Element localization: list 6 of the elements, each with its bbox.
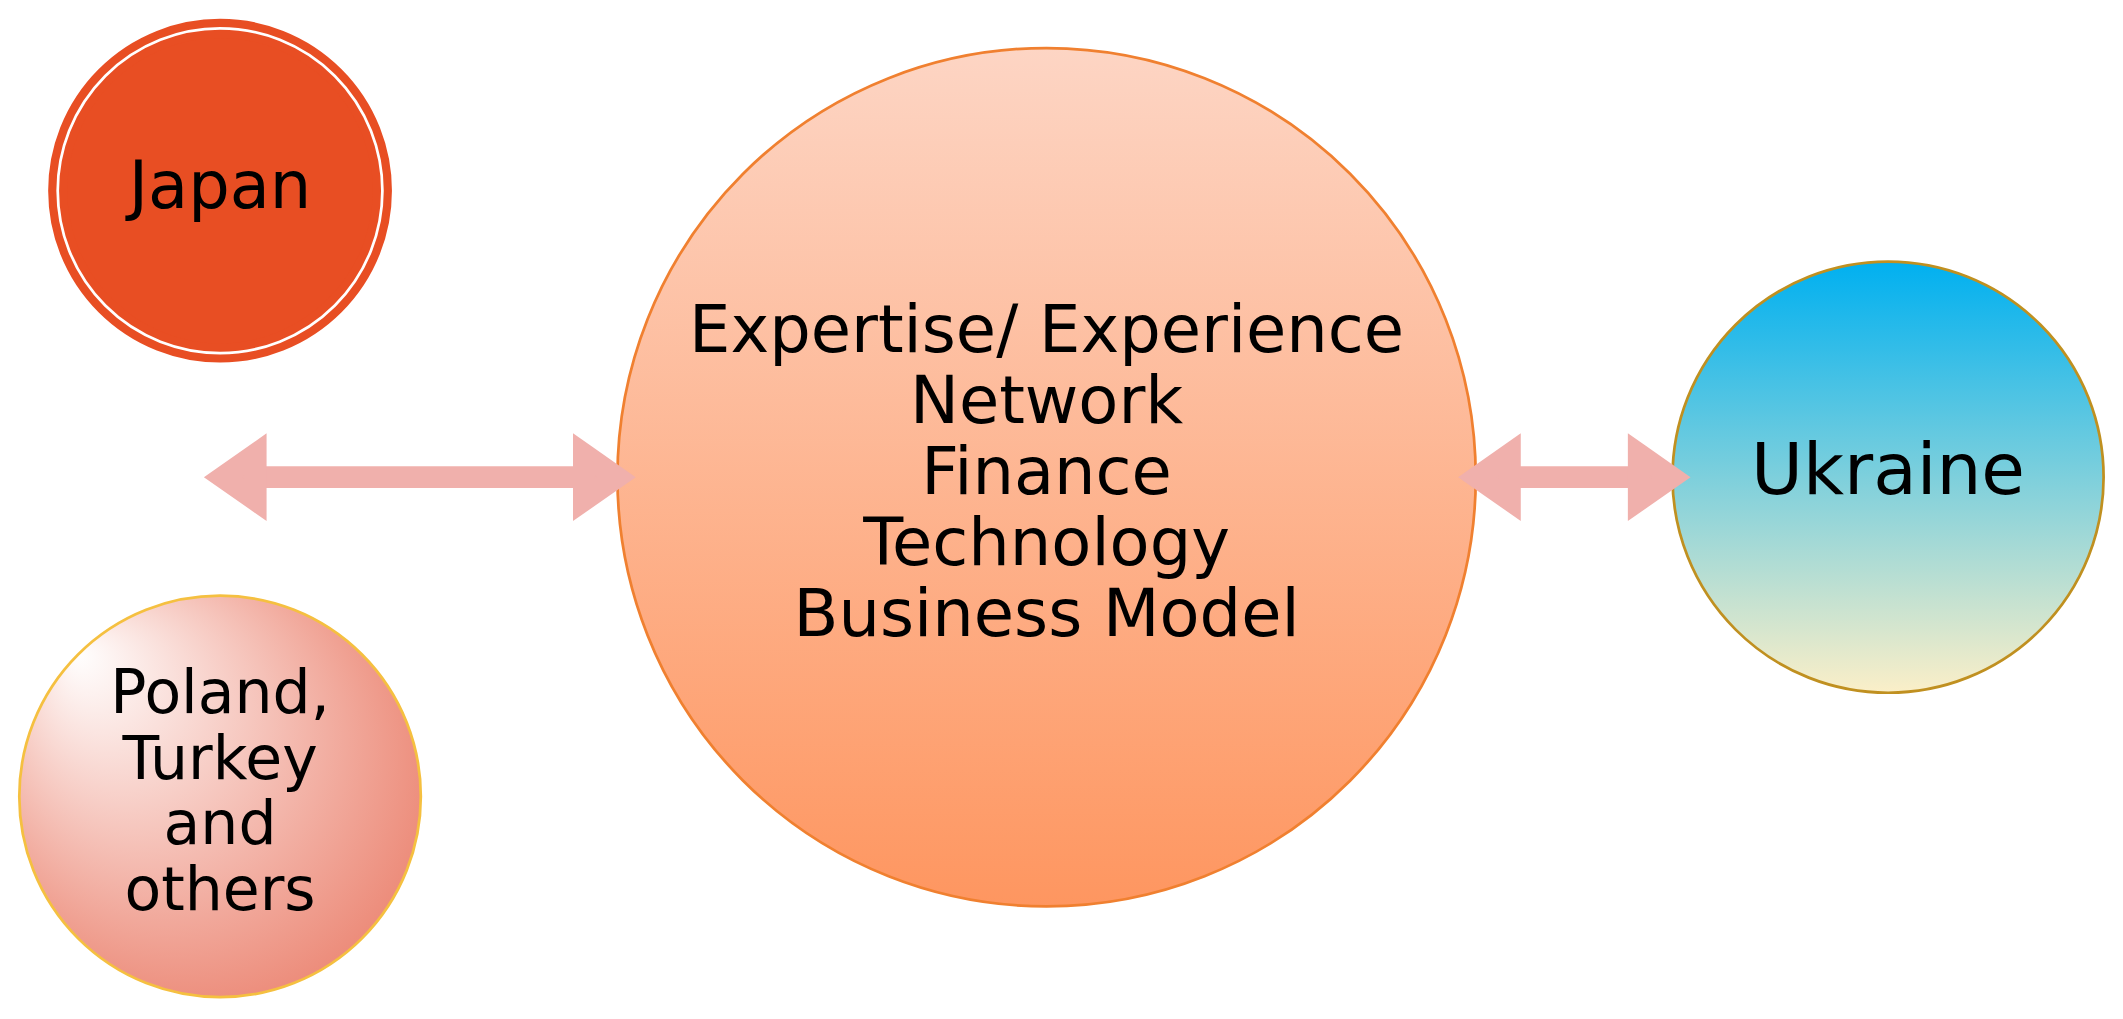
node-circle: Ukraine bbox=[1671, 259, 2105, 694]
arrow bbox=[203, 432, 636, 521]
arrow bbox=[1458, 432, 1691, 521]
node-circle: Expertise/ Experience Network Finance Technology Business Model bbox=[616, 46, 1478, 908]
node-circle: Poland, Turkey and others bbox=[17, 593, 423, 999]
node-circle: Japan bbox=[48, 18, 392, 363]
